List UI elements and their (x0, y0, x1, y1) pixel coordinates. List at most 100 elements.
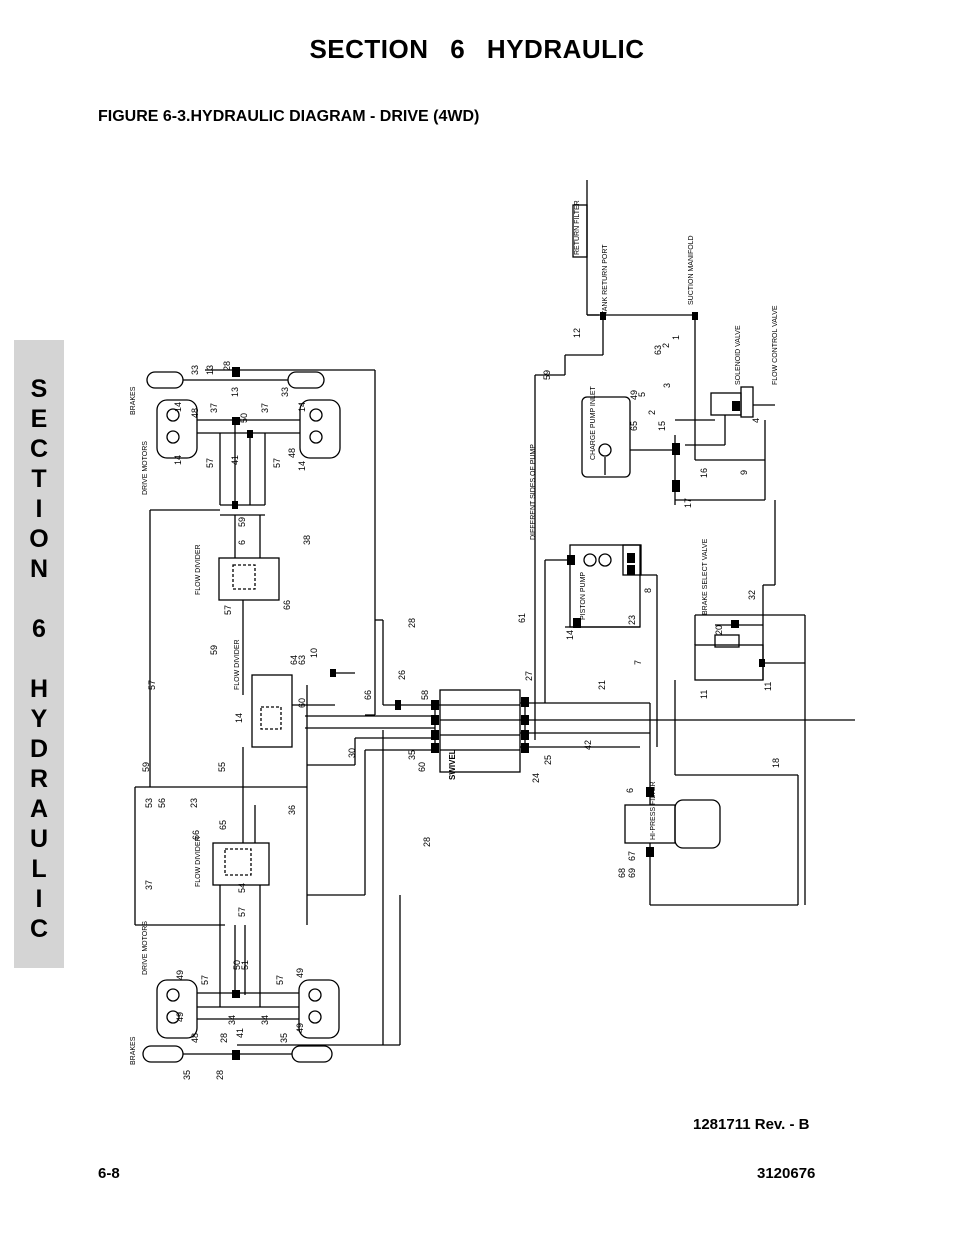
callout-28: 28 (422, 837, 432, 847)
callout-14: 14 (234, 713, 244, 723)
side-tab-letter: H (29, 675, 49, 703)
callout-33: 34 (260, 1015, 270, 1025)
drive-motors-label: DRIVE MOTORS (142, 441, 149, 495)
callout-2: 2 (661, 343, 671, 348)
side-tab-letter: N (29, 555, 49, 583)
callout-40: 41 (230, 455, 240, 465)
callout-13: 13 (230, 387, 240, 397)
drive-motors-label: DRIVE MOTORS (142, 921, 149, 975)
callout-2: 2 (647, 410, 657, 415)
suction-manifold-label: SUCTION MANIFOLD (688, 235, 695, 305)
callout-8: 8 (643, 588, 653, 593)
callout-41: 42 (583, 740, 593, 750)
hi-press-filter-label: HI-PRESS FILTER (650, 781, 657, 840)
callout-23: 23 (189, 798, 199, 808)
callout-18: 18 (771, 758, 781, 768)
callout-30: 30 (347, 748, 357, 758)
callout-45: 51 (240, 960, 250, 970)
section-side-tab: S E C T I O N 6 H Y D R A U L I C (14, 340, 64, 968)
callout-15: 15 (657, 421, 667, 431)
tank-return-port-label: TANK RETURN PORT (602, 244, 609, 315)
callout-64: 66 (363, 690, 373, 700)
callout-49: 56 (157, 798, 167, 808)
callout-44: 50 (239, 413, 249, 423)
callout-43: 49 (295, 968, 305, 978)
callout-28: 28 (219, 1033, 229, 1043)
callout-60: 63 (653, 345, 663, 355)
callout-50: 57 (223, 605, 233, 615)
callout-7: 7 (633, 660, 643, 665)
side-tab-letter: E (30, 405, 48, 433)
callout-46: 53 (144, 798, 154, 808)
callout-34: 35 (279, 1033, 289, 1043)
callout-14: 14 (297, 402, 307, 412)
callout-28: 28 (407, 618, 417, 628)
flow-divider-label: FLOW DIVIDER (195, 544, 202, 595)
brakes-label: BRAKES (130, 386, 137, 415)
side-tab-letter: I (35, 495, 43, 523)
callout-47: 54 (237, 883, 247, 893)
side-tab-letter: A (29, 795, 49, 823)
callout-51: 57 (200, 975, 210, 985)
callout-61: 65 (629, 421, 639, 431)
callout-58: 58 (420, 690, 430, 700)
callout-5: 5 (637, 392, 647, 397)
callout-60: 60 (297, 698, 307, 708)
callout-66: 66 (191, 830, 201, 840)
charge-pump-inlet-label: CHARGE PUMP INLET (590, 386, 597, 460)
callout-35: 35 (407, 750, 417, 760)
callout-33: 34 (227, 1015, 237, 1025)
callout-20: 20 (714, 625, 724, 635)
different-sides-of-pump-label: DIFFERENT SIDES OF PUMP (530, 444, 537, 540)
document-number: 3120676 (757, 1165, 816, 1182)
callout-31: 32 (747, 590, 757, 600)
callout-66: 66 (282, 600, 292, 610)
callout-59: 59 (209, 645, 219, 655)
callout-42: 48 (190, 1033, 200, 1043)
callout-32: 33 (280, 387, 290, 397)
callout-68: 68 (617, 868, 627, 878)
callout-42: 48 (287, 448, 297, 458)
callout-51: 57 (275, 975, 285, 985)
section-title: SECTION 6 HYDRAULIC (309, 34, 645, 64)
side-tab-letter: S (30, 375, 48, 403)
callout-51: 57 (237, 907, 247, 917)
flow-control-valve-label: FLOW CONTROL VALVE (772, 305, 779, 385)
brakes-label: BRAKES (130, 1036, 137, 1065)
piston-pump-label: PISTON PUMP (580, 572, 587, 620)
callout-43: 49 (295, 1023, 305, 1033)
callout-40: 41 (235, 1028, 245, 1038)
callout-3: 3 (662, 383, 672, 388)
callout-14: 14 (565, 630, 575, 640)
callout-53: 59 (141, 762, 151, 772)
callout-37: 37 (209, 403, 219, 413)
callout-43: 49 (629, 390, 639, 400)
page-number: 6-8 (98, 1165, 120, 1182)
callout-67: 67 (627, 851, 637, 861)
callout-48: 55 (217, 762, 227, 772)
callout-27: 27 (524, 671, 534, 681)
callout-51: 57 (272, 458, 282, 468)
side-tab-letters: S E C T I O N 6 H Y D R A U L I C (14, 374, 64, 944)
callout-13: 13 (205, 365, 215, 375)
side-tab-letter: T (31, 465, 47, 493)
side-tab-letter: 6 (32, 615, 46, 643)
callout-29: 28 (222, 361, 232, 371)
callout-6: 6 (625, 788, 635, 793)
callout-25: 25 (543, 755, 553, 765)
callout-21: 21 (597, 680, 607, 690)
callout-62: 63 (297, 655, 307, 665)
callout-38: 37 (144, 880, 154, 890)
swivel-label: SWIVEL (448, 749, 457, 780)
callout-12: 12 (572, 328, 582, 338)
hydraulic-drive-diagram: RETURN FILTER TANK RETURN PORT SUCTION M… (130, 180, 855, 1080)
callout-39: 38 (302, 535, 312, 545)
revision-label: 1281711 Rev. - B (693, 1116, 810, 1133)
callout-14: 14 (173, 455, 183, 465)
callout-4: 4 (751, 418, 761, 423)
callout-10: 10 (309, 648, 319, 658)
callout-22: 23 (627, 615, 637, 625)
side-tab-letter: R (29, 765, 49, 793)
callout-11: 11 (699, 690, 709, 699)
callout-51: 57 (205, 458, 215, 468)
